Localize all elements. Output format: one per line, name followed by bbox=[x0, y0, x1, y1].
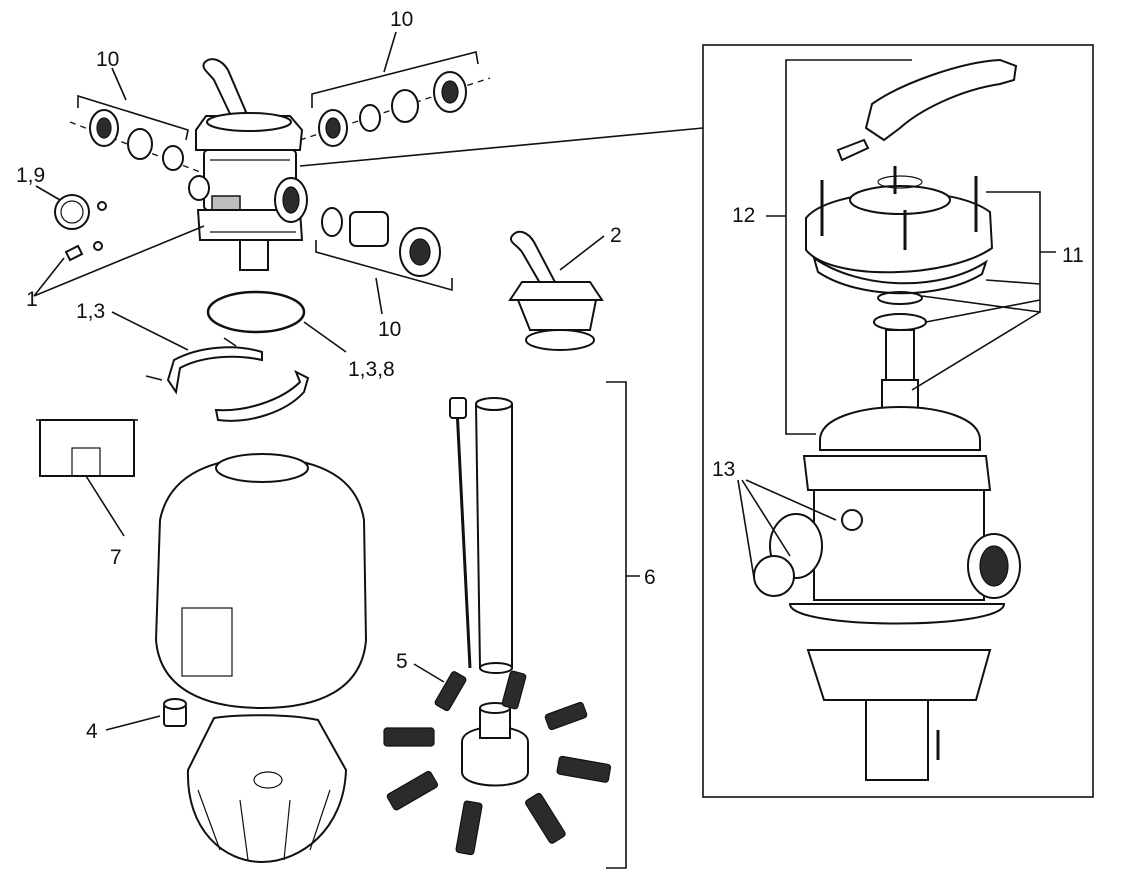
laterals bbox=[383, 670, 612, 856]
detail-leader bbox=[299, 127, 704, 167]
callout-10-top: 10 bbox=[390, 8, 413, 31]
callout-4: 4 bbox=[86, 720, 98, 743]
leader-4 bbox=[105, 715, 161, 731]
label-sticker bbox=[36, 419, 138, 477]
fittings-top bbox=[299, 51, 491, 147]
fittings-bottom bbox=[315, 207, 453, 292]
leader-13 bbox=[737, 479, 837, 579]
callout-13: 13 bbox=[712, 458, 735, 481]
leader-2 bbox=[559, 235, 605, 271]
leader-10-top bbox=[383, 31, 397, 73]
leader-11 bbox=[911, 191, 1056, 391]
callout-11: 11 bbox=[1062, 244, 1084, 267]
leader-12 bbox=[766, 59, 912, 435]
leader-10-bottom bbox=[375, 277, 383, 315]
callout-5: 5 bbox=[396, 650, 408, 673]
callout-2: 2 bbox=[610, 224, 622, 247]
lateral-hub bbox=[461, 702, 529, 787]
multiport-valve bbox=[188, 58, 308, 271]
leader-1-3 bbox=[111, 311, 189, 351]
callout-1: 1 bbox=[26, 288, 38, 311]
detail-seals bbox=[873, 291, 927, 417]
detail-cover bbox=[805, 166, 994, 295]
filter-tank bbox=[154, 453, 368, 710]
detail-frame bbox=[702, 44, 1094, 798]
fittings-left bbox=[69, 94, 201, 173]
leader-5 bbox=[413, 663, 445, 683]
callout-7: 7 bbox=[110, 546, 122, 569]
standpipe-assembly bbox=[449, 397, 513, 674]
detail-valve-body bbox=[753, 406, 1021, 781]
callout-10-bottom: 10 bbox=[378, 318, 401, 341]
callout-1-9: 1,9 bbox=[16, 164, 45, 187]
leader-1 bbox=[33, 225, 205, 297]
detail-handle bbox=[836, 58, 1018, 162]
lateral-assembly-bracket bbox=[606, 381, 640, 869]
callout-6: 6 bbox=[644, 566, 656, 589]
valve-top-assembly bbox=[508, 230, 604, 351]
tank-base bbox=[186, 714, 348, 864]
pressure-gauge bbox=[54, 194, 107, 262]
clamp-halves bbox=[145, 337, 310, 422]
callout-1-3-8: 1,3,8 bbox=[348, 358, 395, 381]
o-ring bbox=[206, 290, 306, 334]
callout-1-3: 1,3 bbox=[76, 300, 105, 323]
leader-1-9 bbox=[35, 185, 61, 201]
leader-1-3-8 bbox=[303, 321, 347, 353]
drain-plug bbox=[163, 698, 187, 727]
callout-12: 12 bbox=[732, 204, 755, 227]
leader-10-left bbox=[111, 67, 127, 101]
leader-7 bbox=[85, 475, 125, 537]
callout-10-left: 10 bbox=[96, 48, 119, 71]
